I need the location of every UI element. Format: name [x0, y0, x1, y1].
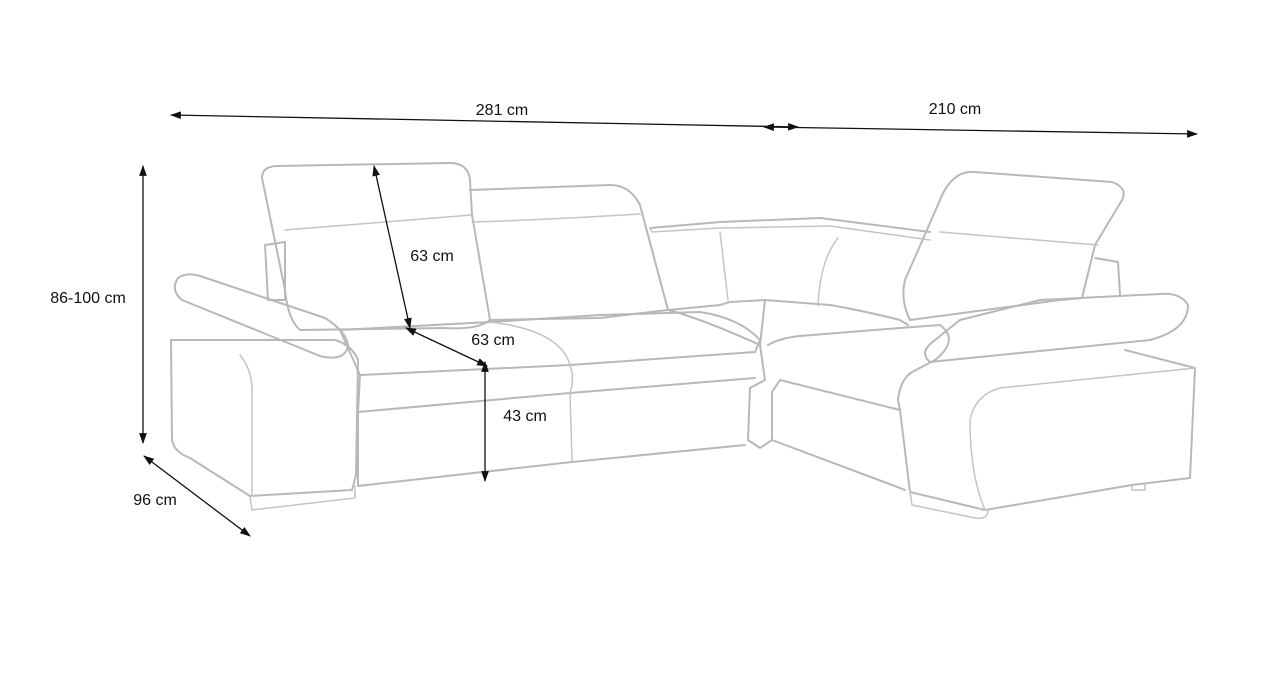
seat-depth-arrow [405, 327, 488, 367]
left-seats [339, 311, 761, 376]
width-left-label: 281 cm [476, 102, 528, 119]
right-headrest [902, 170, 1125, 321]
depth-arrow [143, 455, 251, 537]
left-armrest-cushion [173, 273, 349, 359]
backrest-height-label: 63 cm [410, 248, 454, 265]
width-left-arrow [169, 111, 800, 131]
seat-depth-label: 63 cm [471, 332, 515, 349]
left-headrest [261, 162, 491, 331]
width-right-label: 210 cm [929, 101, 981, 118]
corner-backrest [649, 217, 931, 233]
seat-height-label: 43 cm [503, 408, 547, 425]
corner-seat [667, 299, 766, 346]
right-armrest-body [899, 349, 1196, 511]
middle-backrest [469, 184, 669, 321]
left-armrest-body [170, 339, 359, 497]
width-right-arrow [762, 123, 1199, 138]
dimension-labels: 281 cm 210 cm 86-100 cm 96 cm 63 cm 63 c… [50, 101, 981, 509]
right-seat [767, 324, 950, 411]
corner-sofa-drawing [170, 162, 1196, 520]
height-label: 86-100 cm [50, 290, 126, 307]
right-armrest-cushion [924, 292, 1189, 363]
depth-label: 96 cm [133, 492, 177, 509]
dimension-lines [139, 111, 1199, 537]
backrest-height-arrow [372, 164, 412, 330]
